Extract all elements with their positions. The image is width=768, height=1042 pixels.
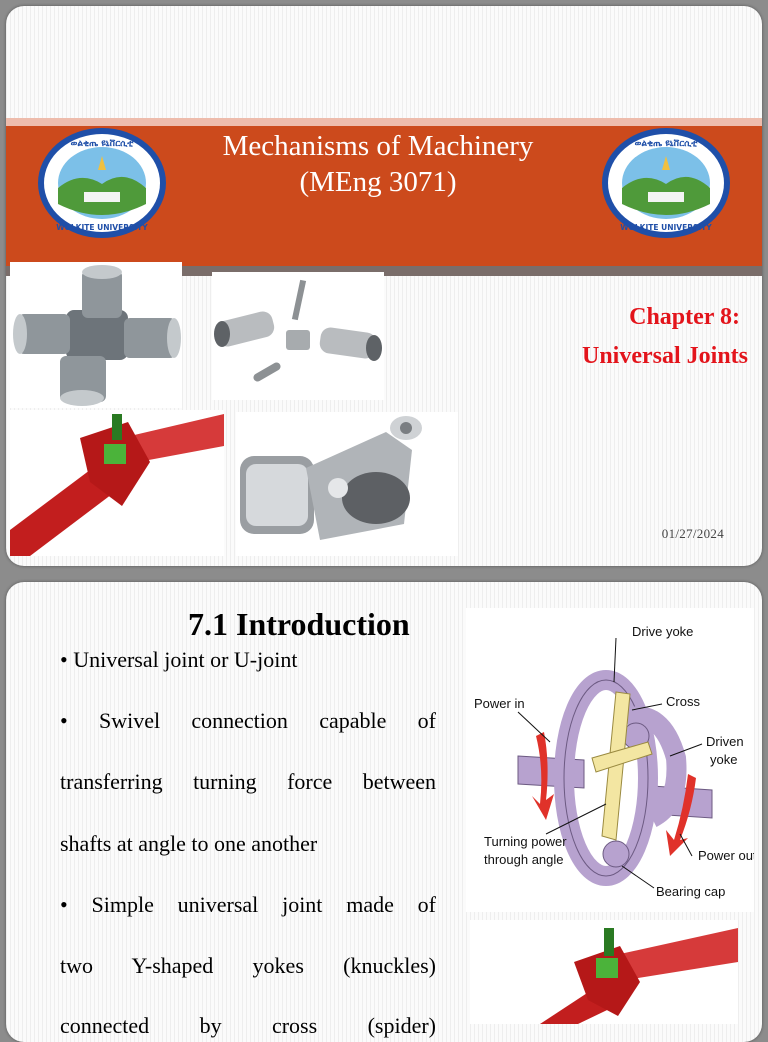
section-title: 7.1 Introduction	[188, 606, 410, 642]
bullet-3-line-3: connected by cross (spider)	[60, 1013, 436, 1038]
label-power-in: Power in	[474, 696, 525, 711]
label-power-out: Power out	[698, 848, 754, 863]
slide-date: 01/27/2024	[661, 526, 724, 541]
exploded-joint-image	[212, 272, 384, 400]
course-code: (MEng 3071)	[299, 166, 457, 198]
red-3d-joint-image	[10, 410, 224, 556]
seal-text-top: ወልቂጤ ዩኒቨርሲቲ	[71, 137, 135, 149]
chapter-title: Universal Joints	[581, 343, 748, 369]
seal-text-top: ወልቂጤ ዩኒቨርሲቲ	[635, 137, 699, 149]
course-title: Mechanisms of Machinery (MEng 3071)	[140, 128, 616, 200]
universal-joint-cross-image	[10, 262, 182, 408]
u-joint-diagram: Drive yoke Power in Cross Driven yoke Tu…	[466, 608, 754, 912]
bullet-3-line-1: • Simple universal joint made of	[60, 892, 436, 917]
label-bearing-cap: Bearing cap	[656, 884, 725, 899]
bullet-2-line-3: shafts at angle to one another	[60, 831, 318, 856]
seal-text-bottom: WOLKITE UNIVERSITY	[56, 223, 148, 232]
red-3d-joint-image-2	[470, 920, 738, 1024]
bullet-3-line-2: two Y-shaped yokes (knuckles)	[60, 953, 436, 978]
university-seal-left: ወልቂጤ ዩኒቨርሲቲ WOLKITE UNIVERSITY	[38, 128, 166, 238]
label-through-angle: through angle	[484, 852, 564, 867]
bullet-2-line-2: transferring turning force between	[60, 769, 436, 794]
label-driven: Driven	[706, 734, 744, 749]
university-seal-right: ወልቂጤ ዩኒቨርሲቲ WOLKITE UNIVERSITY	[602, 128, 730, 238]
seal-text-bottom: WOLKITE UNIVERSITY	[620, 223, 712, 232]
bullet-2-line-1: • Swivel connection capable of	[60, 708, 436, 733]
label-cross: Cross	[666, 694, 700, 709]
bullet-1: • Universal joint or U-joint	[60, 647, 298, 672]
label-drive-yoke: Drive yoke	[632, 624, 693, 639]
label-yoke: yoke	[710, 752, 737, 767]
chapter-number: Chapter 8:	[629, 304, 740, 330]
chrome-joint-image	[236, 412, 458, 556]
label-turning-power: Turning power	[484, 834, 567, 849]
course-name: Mechanisms of Machinery	[222, 130, 534, 162]
